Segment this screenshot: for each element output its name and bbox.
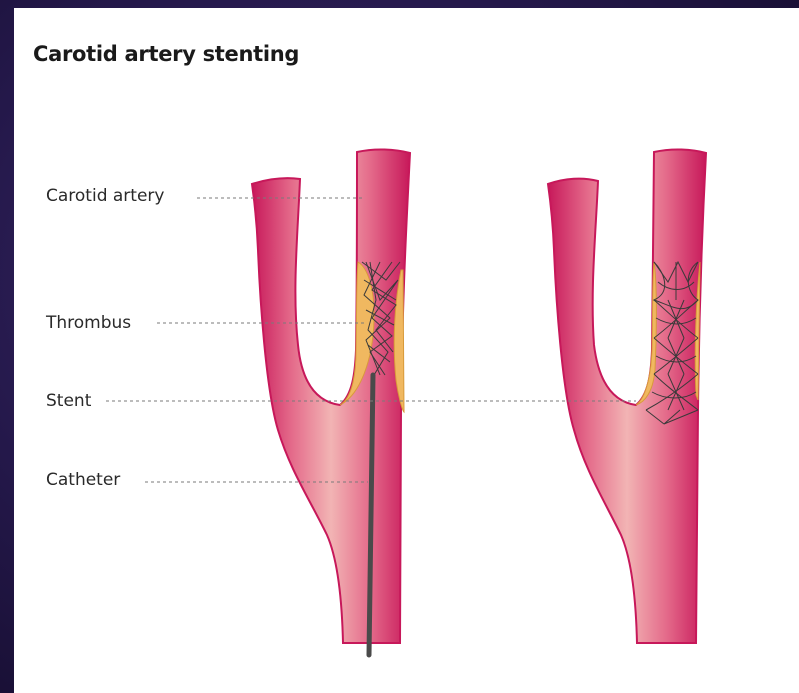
artery-right-vessel	[548, 149, 706, 643]
artery-right	[548, 149, 706, 643]
artery-left-vessel	[252, 149, 410, 643]
artery-left	[252, 149, 410, 655]
